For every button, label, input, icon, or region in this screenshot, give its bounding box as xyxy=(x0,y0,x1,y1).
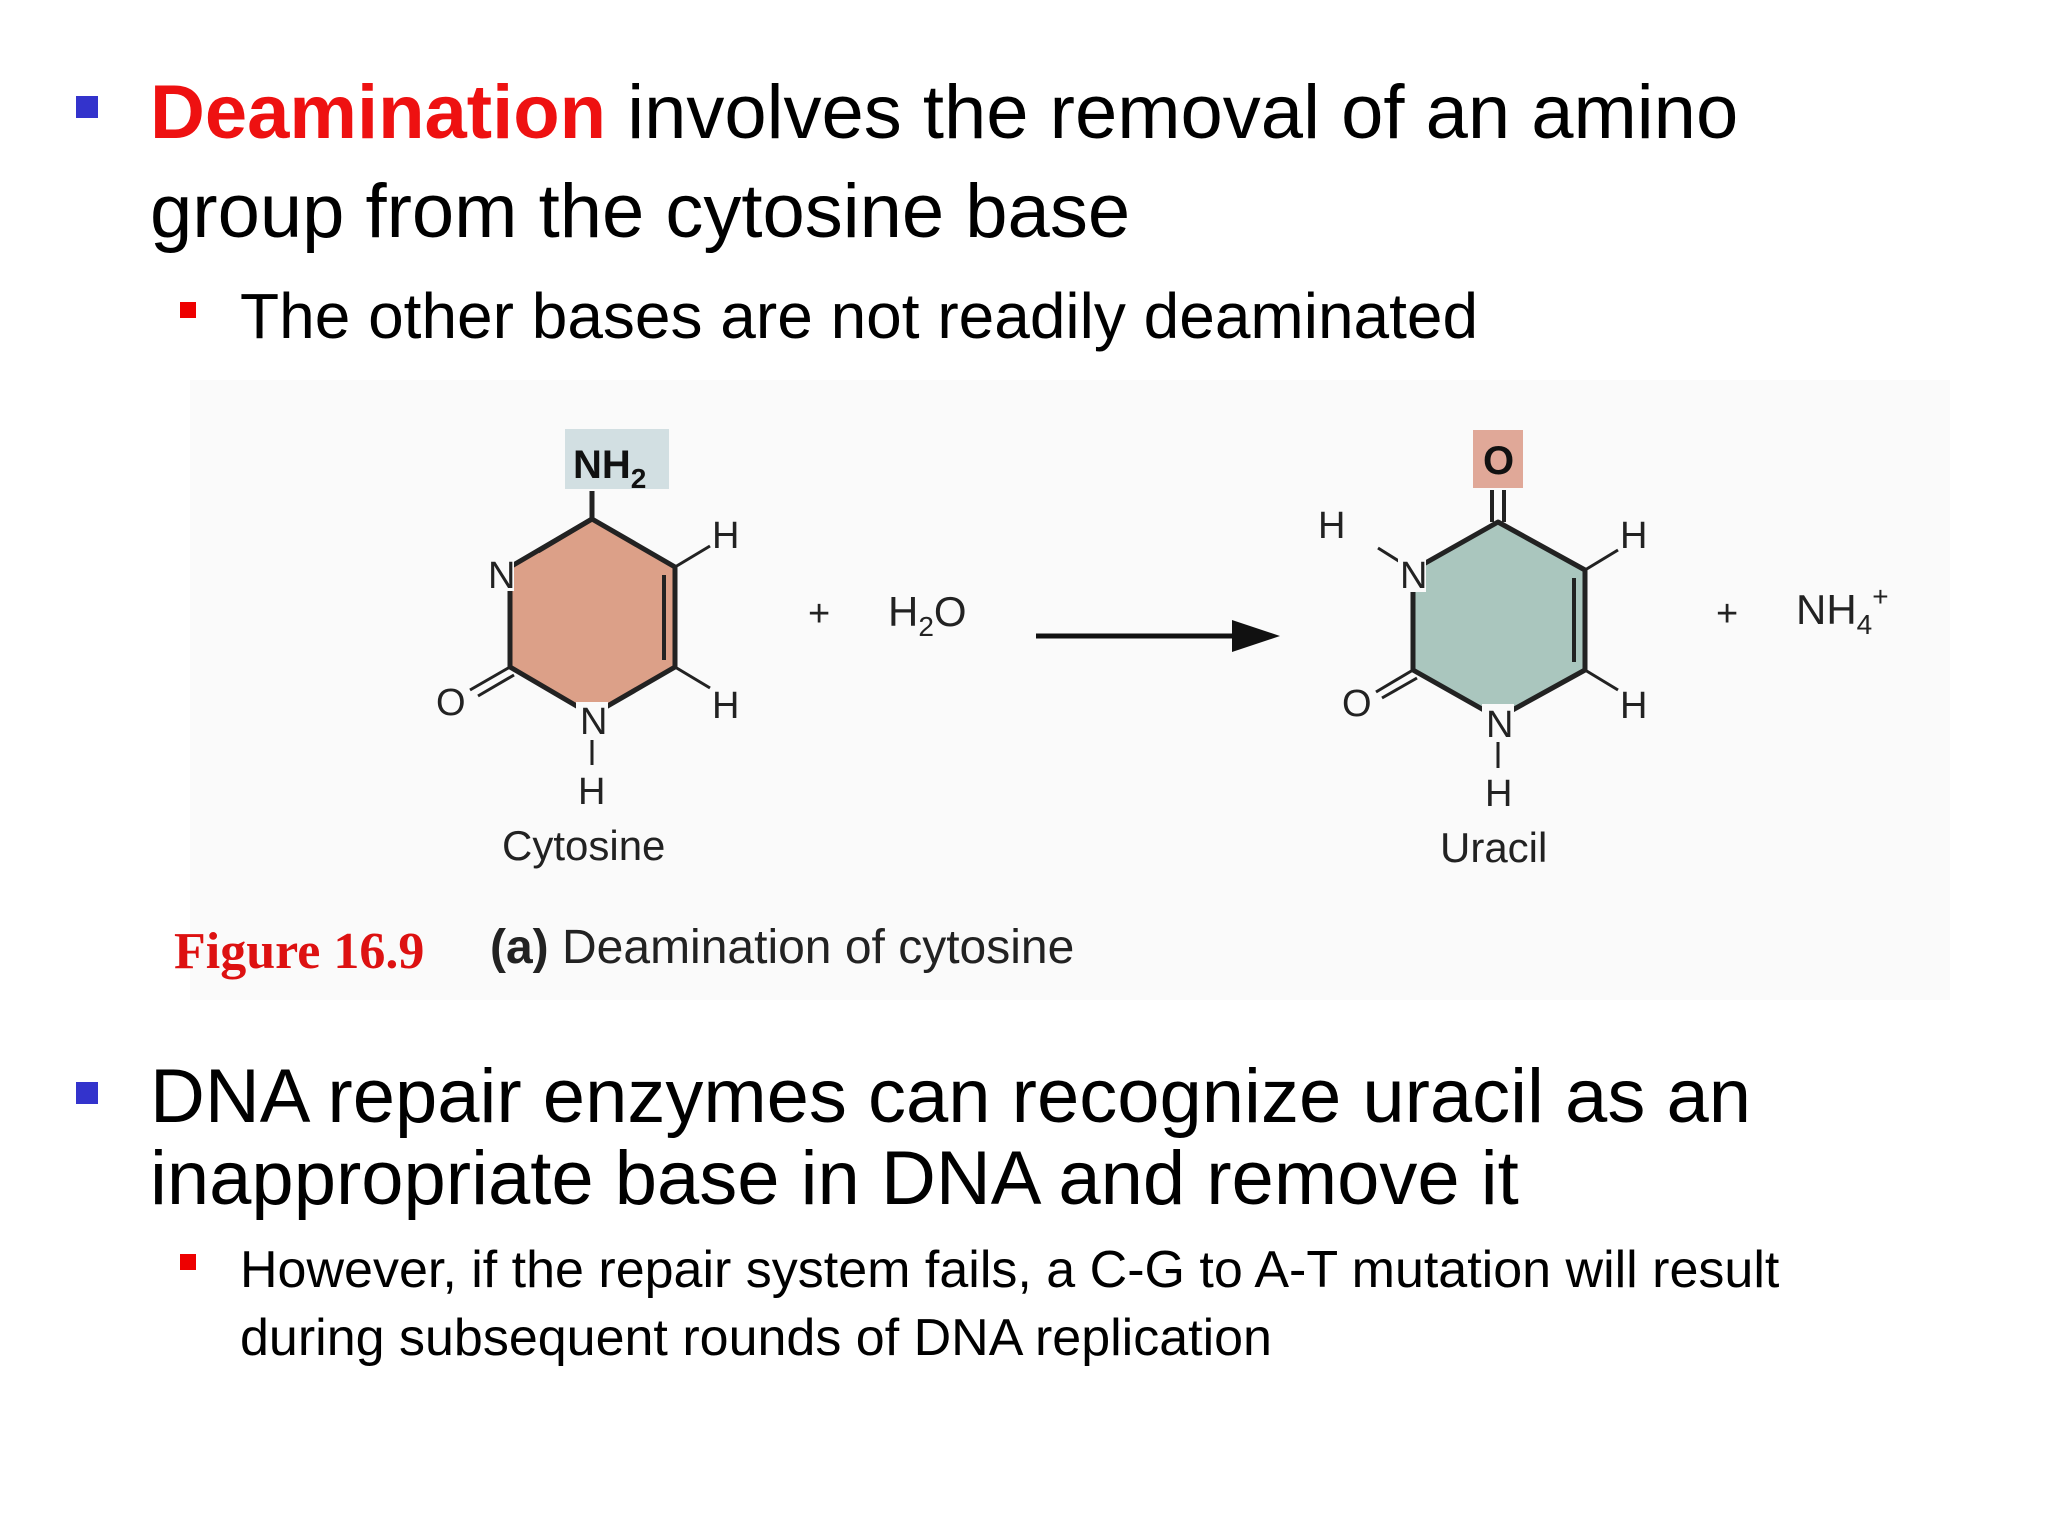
figure-part: (a) xyxy=(490,921,549,974)
svg-text:H2O: H2O xyxy=(888,588,967,642)
bullet-2-line-1: DNA repair enzymes can recognize uracil … xyxy=(150,1054,1751,1139)
uracil-molecule: O N N O H H H H Uracil xyxy=(1318,430,1647,871)
uracil-ring-n: N xyxy=(1400,555,1427,597)
uracil-name: Uracil xyxy=(1440,824,1547,871)
ammonium-charge: + xyxy=(1872,581,1888,612)
bullet-2-sub-line-2: during subsequent rounds of DNA replicat… xyxy=(240,1309,1272,1367)
oxo-highlight xyxy=(1473,430,1523,488)
bullet-square-icon xyxy=(76,1082,98,1104)
bullet-square-icon xyxy=(76,96,98,118)
cytosine-h-bottom: H xyxy=(578,771,605,813)
ammonium-nh: NH xyxy=(1796,586,1857,633)
cytosine-bottom-n: N xyxy=(580,701,607,743)
figure-panel xyxy=(190,380,1950,1000)
svg-text:NH2: NH2 xyxy=(573,443,646,494)
amino-highlight xyxy=(565,429,669,489)
sub-bullet-square-icon xyxy=(180,302,196,318)
water-h: H xyxy=(888,588,918,635)
cytosine-o: O xyxy=(436,682,466,724)
uracil-o: O xyxy=(1342,683,1372,725)
uracil-bottom-n: N xyxy=(1486,704,1513,746)
plus-ammonium: + xyxy=(1716,593,1738,635)
amino-label: NH xyxy=(573,443,631,487)
uracil-ring xyxy=(1410,519,1588,721)
bullet-2-line-2: inappropriate base in DNA and remove it xyxy=(150,1136,1519,1221)
ammonium-subscript: 4 xyxy=(1857,609,1873,640)
uracil-h-left: H xyxy=(1318,505,1345,547)
bullet-1-line-1: Deamination involves the removal of an a… xyxy=(150,64,1738,162)
cytosine-ring-n: N xyxy=(488,555,515,597)
uracil-h-mid: H xyxy=(1620,685,1647,727)
cytosine-molecule: NH2 N N O H H H Cytosine xyxy=(436,429,739,869)
figure-caption: (a) Deamination of cytosine xyxy=(490,920,1074,975)
uracil-oxo: O xyxy=(1483,439,1514,483)
plus-water: + xyxy=(808,593,830,635)
water-o: O xyxy=(934,588,967,635)
water-subscript: 2 xyxy=(918,611,934,642)
cytosine-h-top: H xyxy=(712,515,739,557)
bullet-1-sub: The other bases are not readily deaminat… xyxy=(240,280,1479,352)
bullet-1-line-2: group from the cytosine base xyxy=(150,169,1131,254)
figure-caption-text: Deamination of cytosine xyxy=(562,921,1075,974)
cytosine-h-mid: H xyxy=(712,685,739,727)
uracil-h-top: H xyxy=(1620,515,1647,557)
cytosine-name: Cytosine xyxy=(502,822,665,869)
arrow-head-icon xyxy=(1232,620,1280,652)
sub-bullet-square-icon xyxy=(180,1254,196,1270)
deamination-term: Deamination xyxy=(150,70,607,155)
svg-text:NH4+: NH4+ xyxy=(1796,581,1889,640)
uracil-h-bottom: H xyxy=(1485,773,1512,815)
bullet-2-sub-line-1: However, if the repair system fails, a C… xyxy=(240,1241,1780,1299)
bullet-1-rest: involves the removal of an amino xyxy=(606,70,1739,155)
cytosine-ring xyxy=(507,516,678,718)
figure-label: Figure 16.9 xyxy=(174,923,425,980)
amino-subscript: 2 xyxy=(631,463,647,494)
